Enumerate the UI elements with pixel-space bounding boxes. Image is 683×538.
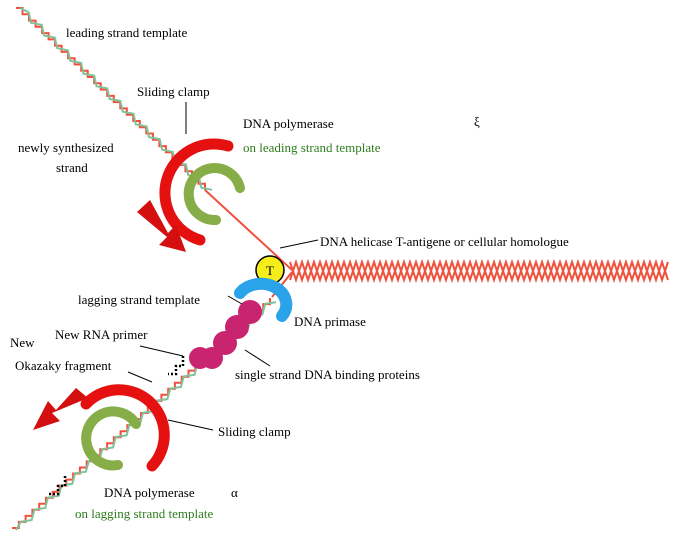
label-on-lagging: on lagging strand template [75, 506, 214, 521]
parental-strand-b [289, 258, 669, 284]
label-okazaki: Okazaky fragment [15, 358, 112, 373]
label-alpha-symbol: α [231, 485, 238, 500]
movement-arrow-top [137, 200, 186, 252]
ssb-protein [189, 347, 211, 369]
dna-primase [234, 277, 293, 322]
sliding-clamp-top [159, 138, 234, 246]
rna-primer-old [49, 476, 67, 496]
rna-primer-new [168, 356, 185, 376]
polymerase-delta-ring [183, 163, 245, 226]
label-helicase: DNA helicase T-antigene or cellular homo… [320, 234, 569, 249]
leading-single-strand [204, 189, 293, 271]
label-lagging-template: lagging strand template [78, 292, 200, 307]
label-leading-template: leading strand template [66, 25, 188, 40]
label-strand: strand [56, 160, 88, 175]
label-sliding-clamp-top: Sliding clamp [137, 84, 210, 99]
ssb-protein [213, 331, 237, 355]
ssb-proteins [189, 300, 262, 369]
label-on-leading: on leading strand template [243, 140, 381, 155]
pointer-lines [127, 102, 319, 431]
label-newly-synthesized: newly synthesized [18, 140, 114, 155]
parental-duplex-helix [289, 258, 669, 284]
label-dna-primase: DNA primase [294, 314, 366, 329]
movement-arrow-bottom [33, 388, 88, 430]
sliding-clamp-bottom [80, 384, 170, 472]
label-ssb: single strand DNA binding proteins [235, 367, 420, 382]
label-new-rna-primer: New RNA primer [55, 327, 148, 342]
label-new: New [10, 335, 35, 350]
helicase-letter: T [266, 263, 274, 278]
label-dna-polymerase-top: DNA polymerase [243, 116, 334, 131]
label-sliding-clamp-bottom: Sliding clamp [218, 424, 291, 439]
label-xi-symbol: ξ [474, 114, 480, 129]
label-dna-polymerase-bottom: DNA polymerase [104, 485, 195, 500]
polymerase-alpha-ring [81, 406, 141, 471]
